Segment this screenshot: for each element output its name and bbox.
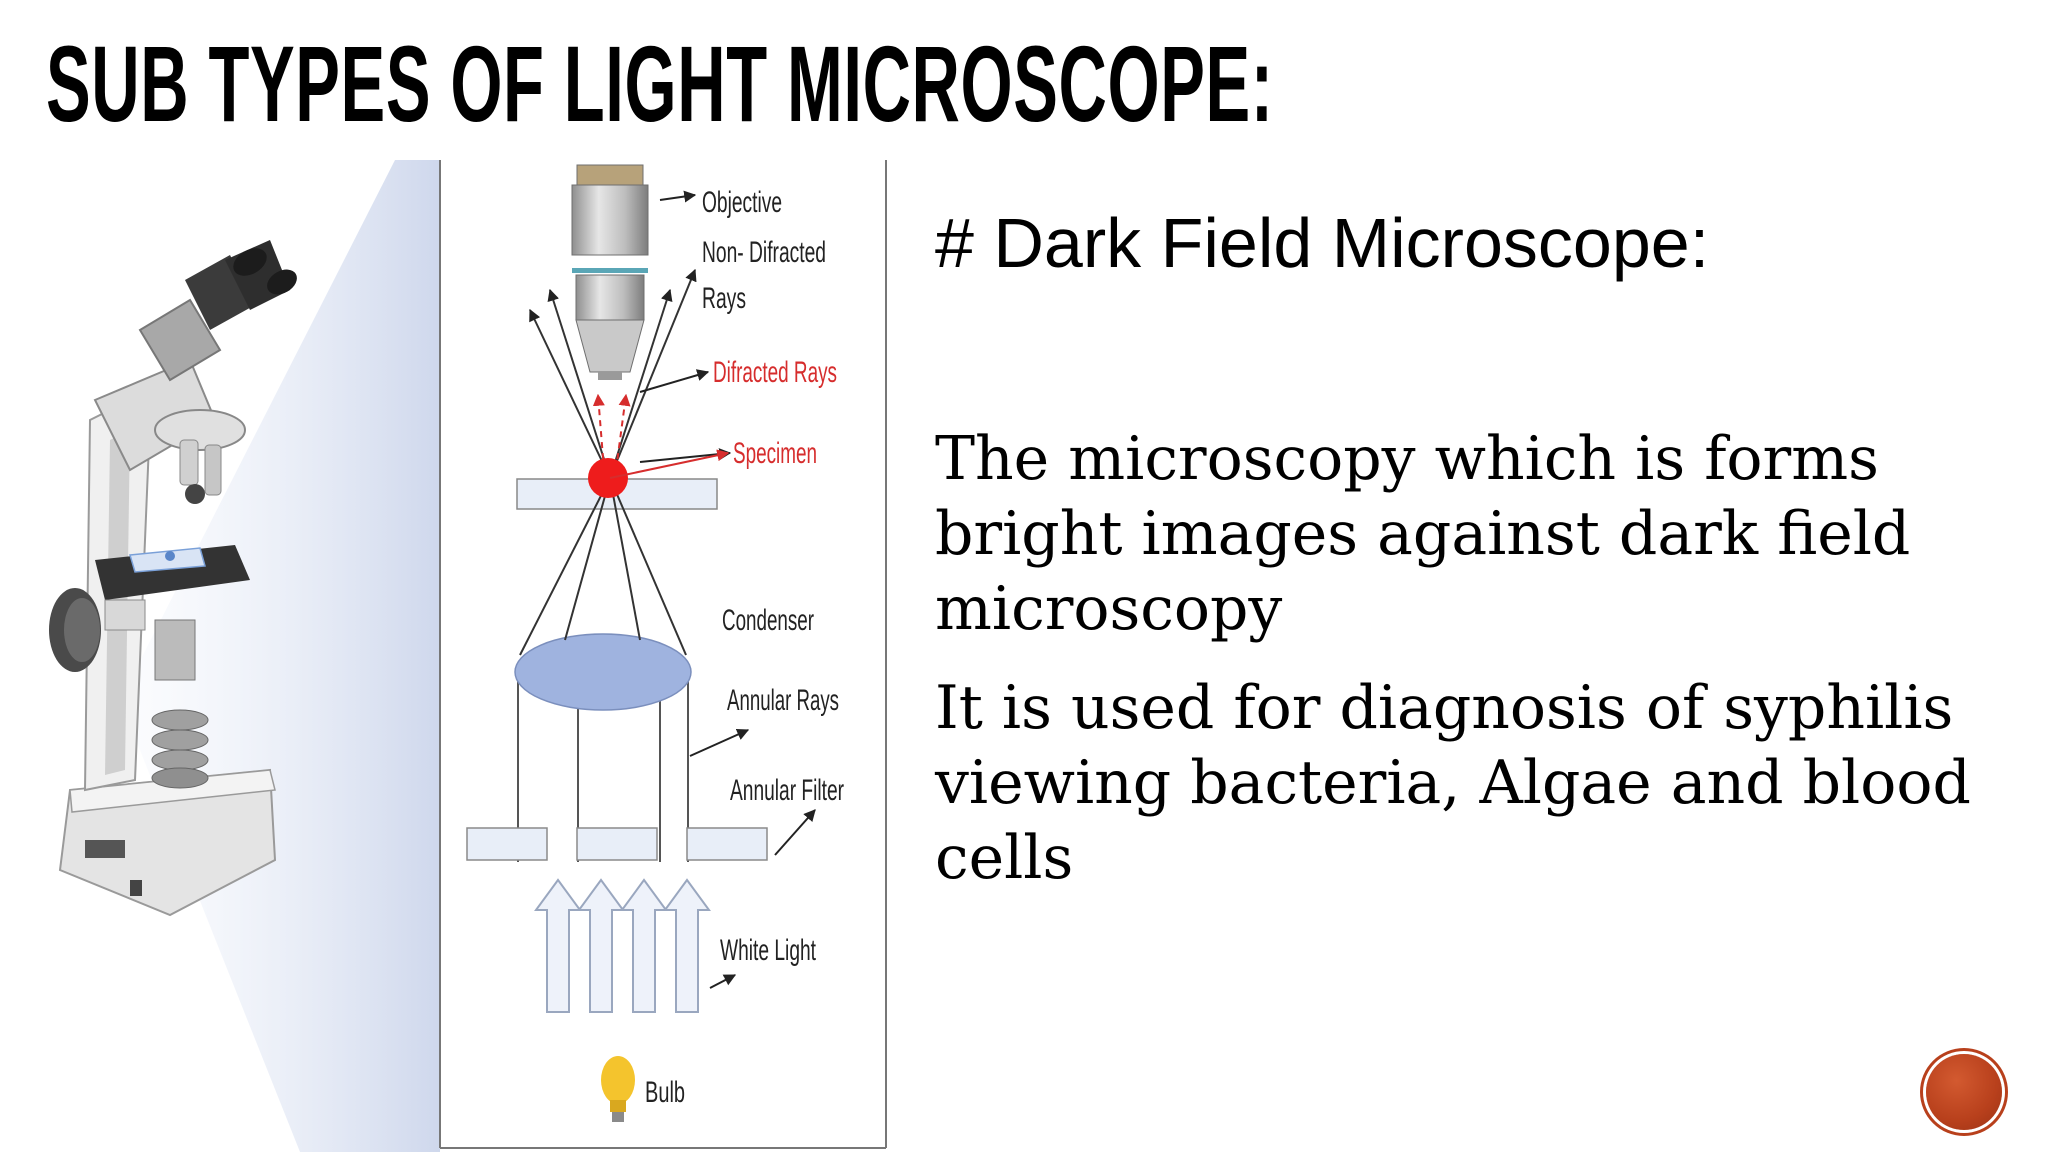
microscope-illustration-icon (49, 240, 297, 917)
paragraph-uses: It is used for diagnosis of syphilis vie… (935, 673, 1971, 893)
condenser-lens (514, 633, 692, 711)
label-white-light: White Light (720, 934, 816, 967)
specimen-leader (609, 449, 730, 479)
section-heading: # Dark Field Microscope: (935, 204, 1710, 282)
illumination-cone (519, 477, 687, 656)
label-difracted-rays: Difracted Rays (713, 356, 837, 389)
label-annular-rays: Annular Rays (727, 684, 839, 717)
difracted-rays (592, 393, 631, 471)
label-objective: Objective (702, 186, 782, 219)
label-bulb: Bulb (645, 1076, 685, 1109)
label-leaders (639, 190, 816, 989)
zoom-beam (120, 160, 440, 1152)
paragraph-definition: The microscopy which is forms bright ima… (935, 424, 1911, 644)
specimen-dot (588, 458, 628, 498)
objective-lens-icon (571, 164, 649, 380)
label-non-difracted-1: Non- Difracted (702, 236, 826, 269)
white-light-arrows (534, 878, 711, 1013)
label-condenser: Condenser (722, 604, 814, 637)
diagram-svg: Objective Non- Difracted Rays Difracted … (49, 160, 887, 1152)
light-bulb-icon (601, 1056, 635, 1122)
slide-title: SUB TYPES OF LIGHT MICROSCOPE: (46, 23, 1274, 144)
label-annular-filter: Annular Filter (730, 774, 844, 807)
annular-filter (466, 827, 768, 861)
label-specimen: Specimen (733, 437, 817, 470)
dark-field-diagram: Objective Non- Difracted Rays Difracted … (0, 0, 900, 1152)
slide-badge-icon (1926, 1054, 2002, 1130)
diagram-labels: Objective Non- Difracted Rays Difracted … (645, 186, 844, 1109)
label-non-difracted-2: Rays (702, 282, 746, 315)
